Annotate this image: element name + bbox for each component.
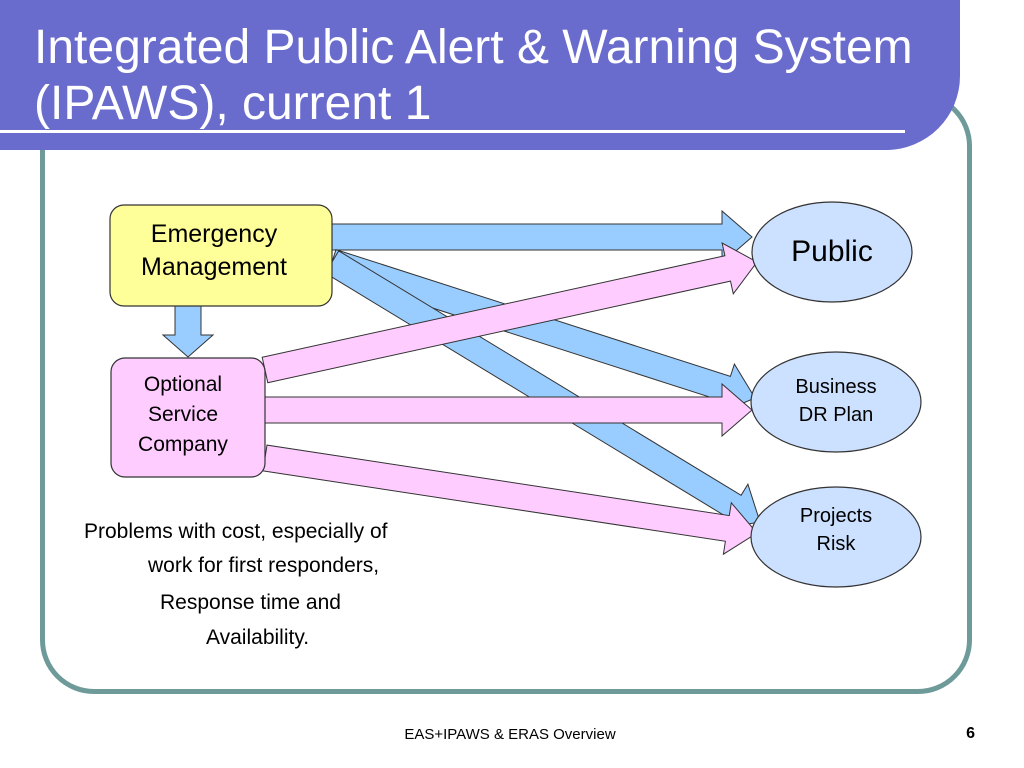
page-number: 6: [966, 725, 975, 742]
slide-title: Integrated Public Alert & Warning System…: [34, 21, 913, 130]
note-line-3: Response time and: [160, 591, 341, 614]
note-line-2: work for first responders,: [148, 554, 380, 577]
diagram-nodes: [109, 201, 922, 588]
emergency-management-node: [109, 204, 333, 307]
note-line-4: Availability.: [206, 626, 310, 649]
arrow-emergency-to-optional: [161, 305, 215, 358]
arrow-optional-to-business: [264, 382, 753, 438]
optional-service-company-node: [110, 357, 266, 478]
arrow-emergency-to-public: [331, 209, 753, 265]
projects-risk-label: Projects Risk: [799, 505, 873, 555]
business-dr-plan-label: Business DR Plan: [795, 376, 877, 426]
business-dr-plan-node: [750, 351, 922, 453]
emergency-management-label: Emergency Management: [141, 219, 287, 281]
optional-service-company-label: Optional Service Company: [138, 372, 228, 456]
arrow-optional-to-public: [261, 242, 758, 384]
public-label: Public: [791, 235, 873, 268]
note-line-1: Problems with cost, especially of: [84, 520, 388, 543]
public-node: [751, 201, 913, 303]
title-band: Integrated Public Alert & Warning System…: [0, 0, 960, 150]
projects-risk-node: [750, 486, 922, 588]
footer-text: EAS+IPAWS & ERAS Overview: [404, 726, 616, 743]
arrow-optional-to-projects: [262, 444, 758, 556]
title-underline: [0, 130, 905, 133]
diagram-arrows: [161, 209, 761, 556]
